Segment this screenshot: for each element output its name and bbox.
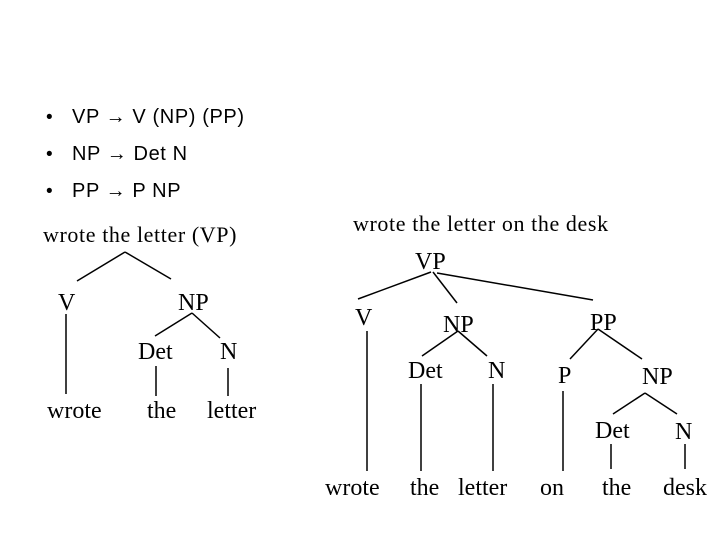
left-node-det: Det bbox=[138, 339, 173, 365]
rule-text-np: NP → Det N bbox=[72, 143, 188, 165]
right-node-pp: PP bbox=[590, 310, 617, 336]
tree-edge bbox=[124, 251, 172, 280]
right-node-det2: Det bbox=[595, 418, 630, 444]
right-node-n1: N bbox=[488, 358, 506, 384]
tree-edge bbox=[76, 251, 126, 282]
right-leaf-letter: letter bbox=[458, 475, 508, 501]
right-leaf-wrote: wrote bbox=[325, 475, 380, 501]
tree-edge bbox=[436, 272, 594, 301]
right-leaf-on: on bbox=[540, 475, 564, 501]
bullet-icon: • bbox=[46, 106, 53, 128]
tree-edge bbox=[154, 312, 193, 337]
left-node-n: N bbox=[220, 339, 238, 365]
rule-item: • PP → P NP bbox=[46, 173, 245, 210]
tree-edge bbox=[612, 392, 646, 415]
right-node-vp: VP bbox=[415, 249, 446, 275]
left-leaf-wrote: wrote bbox=[47, 398, 102, 424]
right-node-v: V bbox=[355, 305, 373, 331]
right-node-np1: NP bbox=[443, 312, 474, 338]
left-node-np: NP bbox=[178, 290, 209, 316]
right-leaf-the1: the bbox=[410, 475, 440, 501]
grammar-rules-list: • VP → V (NP) (PP) • NP → Det N • PP → P… bbox=[46, 99, 245, 210]
tree-edge bbox=[191, 312, 221, 339]
right-node-np2: NP bbox=[642, 364, 673, 390]
left-tree-title: wrote the letter (VP) bbox=[43, 222, 238, 247]
right-leaf-the2: the bbox=[602, 475, 632, 501]
rule-item: • VP → V (NP) (PP) bbox=[46, 99, 245, 136]
left-leaf-letter: letter bbox=[207, 398, 257, 424]
right-leaf-desk: desk bbox=[663, 475, 707, 501]
right-node-p: P bbox=[558, 363, 572, 389]
bullet-icon: • bbox=[46, 143, 53, 165]
right-node-n2: N bbox=[675, 419, 693, 445]
bullet-icon: • bbox=[46, 180, 53, 202]
left-node-v: V bbox=[58, 290, 76, 316]
rule-text-pp: PP → P NP bbox=[72, 180, 182, 202]
left-leaf-the: the bbox=[147, 398, 177, 424]
tree-edge bbox=[357, 271, 432, 300]
rule-text-vp: VP → V (NP) (PP) bbox=[72, 106, 245, 128]
tree-edge bbox=[432, 271, 458, 304]
right-node-det1: Det bbox=[408, 358, 443, 384]
tree-edge bbox=[644, 392, 678, 415]
right-tree-title: wrote the letter on the desk bbox=[353, 211, 609, 236]
rule-item: • NP → Det N bbox=[46, 136, 245, 173]
